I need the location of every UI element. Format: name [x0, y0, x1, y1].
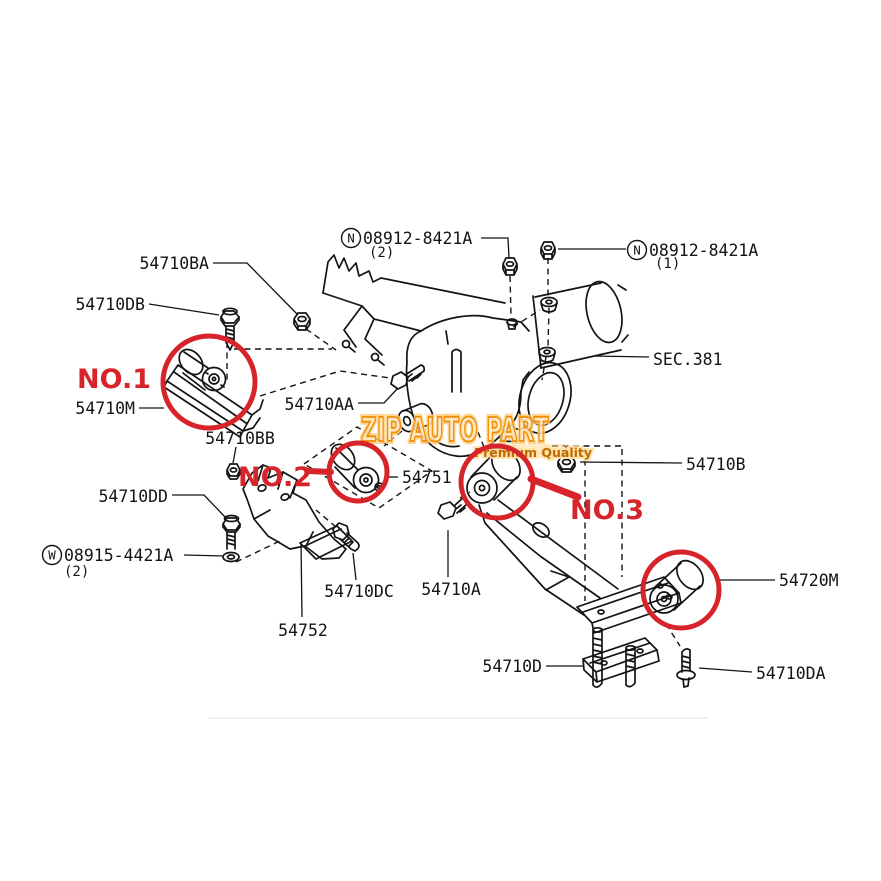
part-label-54710DA: 54710DA [756, 664, 826, 683]
bolt-hole [341, 339, 351, 349]
prefix-letter: N [633, 243, 641, 258]
pointer-no3 [527, 475, 582, 501]
leader-SEC.381 [592, 355, 650, 358]
prefix-letter: N [347, 231, 355, 246]
mount-54710m-cylinder [178, 348, 204, 376]
nut-54710b [557, 454, 576, 473]
quantity-label: (2) [369, 245, 394, 261]
pointer-no2 [306, 468, 334, 475]
leader-54710DD [172, 494, 227, 519]
bracket-54710d [582, 637, 660, 683]
highlight-circle-no2 [326, 440, 390, 504]
crossmember-plate [576, 576, 682, 634]
leader-54752 [300, 541, 303, 618]
frame-rail [322, 254, 506, 304]
leader-54710DB [148, 303, 220, 316]
prefix-circle-icon [41, 544, 63, 566]
part-label-08915-4421A: 08915-4421A [64, 546, 173, 565]
dashed-alignment-lines [226, 258, 681, 647]
annotation-label-no3: NO.3 [570, 495, 644, 526]
bolt-54710da [681, 648, 691, 673]
axle-opening-outer [518, 361, 572, 435]
watermark-text-glow: ZIP AUTO PART [361, 410, 549, 449]
line-art [163, 241, 704, 688]
axle-opening-inner [527, 371, 565, 427]
part-label-54751: 54751 [402, 468, 452, 487]
part-label-54710BA: 54710BA [139, 254, 209, 273]
leader-08912-8421A [481, 237, 510, 259]
part-label-54710A: 54710A [421, 580, 481, 599]
leader-54710DC [352, 552, 357, 581]
bracket-54752 [242, 464, 347, 560]
bracket-folds [343, 305, 383, 356]
diff-housing-body [405, 330, 530, 458]
leader-08915-4421A [183, 554, 225, 557]
leader-54710BA [213, 262, 299, 316]
tube-end-cap [585, 280, 623, 344]
bushing-54751 [330, 443, 356, 471]
nut [502, 257, 518, 276]
part-label-54720M: 54720M [779, 571, 839, 590]
annotation-label-no2: NO.2 [238, 462, 312, 493]
leader-54710BB [232, 446, 237, 464]
part-label-54710DC: 54710DC [324, 582, 394, 601]
prefix-circle-icon [626, 239, 648, 261]
part-label-54710AA: 54710AA [284, 395, 354, 414]
leader-lines [139, 237, 775, 673]
leader-54710B [579, 461, 683, 464]
diff-housing-top [420, 314, 530, 332]
bolt-hole [370, 352, 380, 362]
nut-54710bb [226, 463, 241, 480]
watermark: ZIP AUTO PART ZIP AUTO PART Premium Qual… [358, 407, 594, 462]
part-label-54710BB: 54710BB [205, 429, 275, 448]
part-label-08912-8421A: 08912-8421A [649, 241, 758, 260]
part-label-54710B: 54710B [686, 455, 746, 474]
leader-54710DA [698, 667, 753, 673]
part-label-SEC.381: SEC.381 [653, 350, 723, 369]
part-label-54710DD: 54710DD [98, 487, 168, 506]
part-labels: 54710BA 54710DB 54710M 54710BB 54710AA 54751 S… [41, 227, 839, 683]
red-annotations: NO.1NO.2NO.3 [77, 333, 722, 631]
annotation-label-no1: NO.1 [77, 364, 151, 395]
leader-54710AA [358, 387, 399, 404]
part-label-54710DB: 54710DB [75, 295, 145, 314]
quantity-label: (2) [64, 564, 89, 580]
bolt-54710a [437, 496, 469, 520]
watermark-text: ZIP AUTO PART [361, 410, 549, 449]
mount-54710m-bracket [163, 364, 264, 438]
stud [592, 628, 603, 688]
washer-08915 [222, 551, 240, 563]
part-label-54710D: 54710D [482, 657, 542, 676]
stud [625, 646, 636, 688]
part-label-08912-8421A: 08912-8421A [363, 229, 472, 248]
mount-54720m [676, 559, 704, 591]
output-tube [534, 282, 622, 369]
bolt-54710aa [390, 364, 426, 390]
prefix-circle-icon [340, 227, 362, 249]
prefix-letter: W [48, 548, 56, 563]
frame-rail-bottom [322, 292, 422, 332]
highlight-circle-no1 [160, 333, 258, 431]
part-label-54752: 54752 [278, 621, 328, 640]
part-label-54710M: 54710M [75, 399, 135, 418]
highlight-circle-mount-54720m-circle [640, 549, 722, 631]
quantity-label: (1) [655, 256, 680, 272]
nut-54710ba [293, 312, 311, 331]
